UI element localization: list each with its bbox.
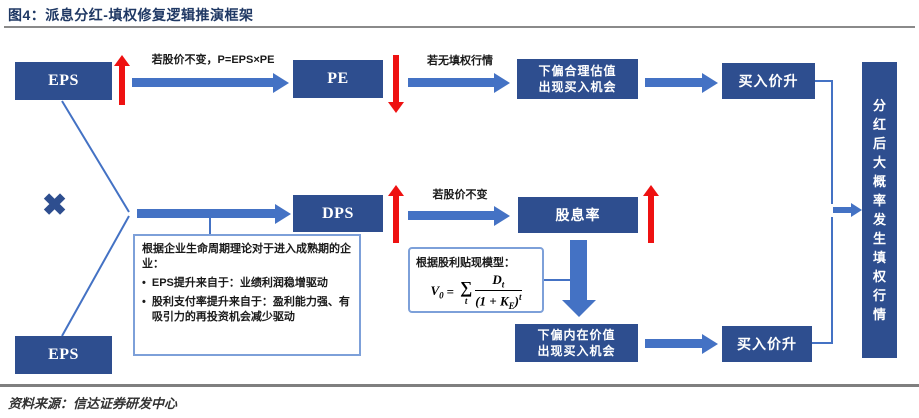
node-undervalued-valuation-line1: 下偏合理估值 (538, 64, 617, 78)
node-dividend-yield-label: 股息率 (555, 207, 601, 223)
node-dps-label: DPS (322, 204, 354, 222)
node-undervalued-valuation-line2: 出现买入机会 (538, 80, 617, 94)
lifecycle-note-bullet-1: • EPS提升来自于：业绩利润稳增驱动 (142, 276, 352, 291)
increase-arrow-icon-yield (648, 196, 654, 243)
node-eps-bottom: EPS (15, 336, 112, 374)
node-undervalued-intrinsic: 下偏内在价值 出现买入机会 (515, 324, 638, 362)
arrow-to-conclusion (833, 207, 851, 213)
dividend-discount-model-box: 根据股利贴现模型： V0 = ∑ t Dt (1 + KE)t (408, 247, 544, 313)
bullet-icon: • (142, 277, 146, 289)
node-eps-bottom-label: EPS (48, 346, 79, 363)
node-buy-price-rise-bottom: 买入价升 (722, 326, 812, 362)
multiply-icon: ✖ (42, 189, 68, 222)
lifecycle-note-bullet-2-text: 股利支付率提升来自于：盈利能力强、有吸引力的再投资机会减少驱动 (151, 296, 350, 323)
node-undervalued-intrinsic-line2: 出现买入机会 (537, 344, 616, 358)
increase-arrow-icon-dps (393, 196, 399, 243)
figure-title: 图4：派息分红-填权修复逻辑推演框架 (8, 7, 254, 23)
arrow-label-price-unchanged-pe: 若股价不变，P=EPS×PE (151, 54, 275, 66)
formula-fraction: Dt (1 + KE)t (475, 272, 522, 311)
decrease-arrow-icon-pe (393, 55, 399, 102)
node-dps: DPS (293, 195, 383, 232)
formula-denominator: (1 + KE)t (475, 289, 522, 311)
arrow-pe-to-valuation (408, 78, 494, 87)
formula-numerator: Dt (492, 272, 505, 290)
node-buy-price-rise-bottom-label: 买入价升 (737, 336, 797, 352)
arrow-label-no-fill-rights: 若无填权行情 (427, 55, 493, 67)
formula-expression: V0 = ∑ t Dt (1 + KE)t (416, 272, 536, 311)
arrow-label-price-unchanged: 若股价不变 (432, 189, 488, 201)
node-buy-price-rise-top: 买入价升 (722, 63, 815, 99)
arrow-junction-to-dps (137, 209, 275, 218)
node-eps-top-label: EPS (48, 72, 79, 89)
bullet-icon: • (142, 296, 146, 308)
source-note: 资料来源：信达证券研发中心 (8, 396, 178, 411)
lifecycle-note-bullet-2: • 股利支付率提升来自于：盈利能力强、有吸引力的再投资机会减少驱动 (142, 295, 352, 325)
formula-title: 根据股利贴现模型： (416, 257, 515, 269)
arrow-yield-to-intrinsic (570, 240, 587, 300)
arrow-dps-to-yield (408, 211, 494, 220)
lifecycle-note-bullet-1-text: EPS提升来自于：业绩利润稳增驱动 (151, 277, 328, 289)
node-dividend-yield: 股息率 (518, 197, 638, 233)
formula-equals: = (446, 284, 455, 300)
node-conclusion: 分红后大概率发生填权行情 (862, 62, 897, 358)
footer-divider (0, 384, 919, 387)
node-undervalued-intrinsic-line1: 下偏内在价值 (537, 328, 616, 342)
formula-sigma: ∑ t (460, 277, 473, 306)
lifecycle-note-intro: 根据企业生命周期理论对于进入成熟期的企业： (142, 243, 351, 270)
arrow-valuation-to-buy (645, 78, 702, 87)
formula-lhs: V0 (430, 283, 444, 301)
node-undervalued-valuation: 下偏合理估值 出现买入机会 (517, 59, 638, 99)
arrow-eps-to-pe (132, 78, 273, 87)
lifecycle-note-box: 根据企业生命周期理论对于进入成熟期的企业： • EPS提升来自于：业绩利润稳增驱… (133, 234, 361, 356)
node-buy-price-rise-top-label: 买入价升 (738, 73, 799, 89)
arrow-intrinsic-to-buy (645, 339, 702, 348)
node-eps-top: EPS (15, 62, 112, 100)
title-divider (4, 26, 915, 28)
node-pe: PE (293, 60, 383, 98)
increase-arrow-icon-eps (119, 66, 125, 105)
node-pe-label: PE (327, 70, 349, 87)
node-conclusion-label: 分红后大概率发生填权行情 (872, 98, 886, 322)
